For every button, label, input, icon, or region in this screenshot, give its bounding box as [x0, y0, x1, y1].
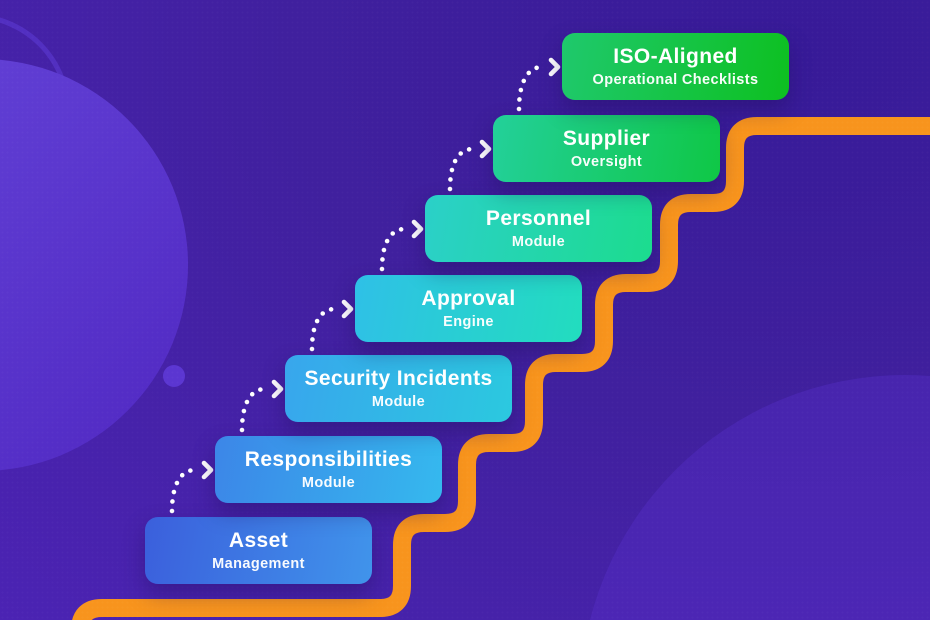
step-box-supplier-oversight: Supplier Oversight — [493, 115, 720, 182]
step-title: Supplier — [562, 127, 651, 151]
staircase-line — [72, 117, 930, 620]
dotted-arrow-5 — [447, 139, 492, 192]
dotted-arrow-4 — [379, 219, 424, 272]
small-dot-decoration — [163, 365, 185, 387]
dotted-arrow-3 — [309, 299, 354, 352]
step-subtitle: Management — [212, 555, 305, 572]
step-title: ISO-Aligned — [613, 45, 738, 69]
step-box-iso-aligned-checklists: ISO-Aligned Operational Checklists — [562, 33, 789, 100]
step-subtitle: Oversight — [570, 153, 643, 170]
step-title: Approval — [421, 287, 516, 311]
dotted-arrow-2 — [239, 379, 284, 433]
large-circle-decoration — [0, 59, 188, 471]
step-subtitle: Module — [301, 474, 356, 491]
step-subtitle: Operational Checklists — [592, 71, 759, 88]
corner-circle-decoration — [590, 375, 930, 620]
step-title: Personnel — [485, 207, 592, 231]
step-title: Responsibilities — [244, 448, 413, 472]
step-box-approval-engine: Approval Engine — [355, 275, 582, 342]
dotted-arrow-6 — [516, 57, 561, 112]
step-box-security-incidents-module: Security Incidents Module — [285, 355, 512, 422]
step-box-responsibilities-module: Responsibilities Module — [215, 436, 442, 503]
step-subtitle: Engine — [443, 313, 494, 330]
step-box-personnel-module: Personnel Module — [425, 195, 652, 262]
step-title: Security Incidents — [304, 367, 493, 391]
dotted-arrow-1 — [169, 460, 214, 514]
step-box-asset-management: Asset Management — [145, 517, 372, 584]
dotted-arrows — [169, 57, 561, 514]
step-title: Asset — [228, 529, 289, 553]
step-subtitle: Module — [511, 233, 566, 250]
step-subtitle: Module — [371, 393, 426, 410]
